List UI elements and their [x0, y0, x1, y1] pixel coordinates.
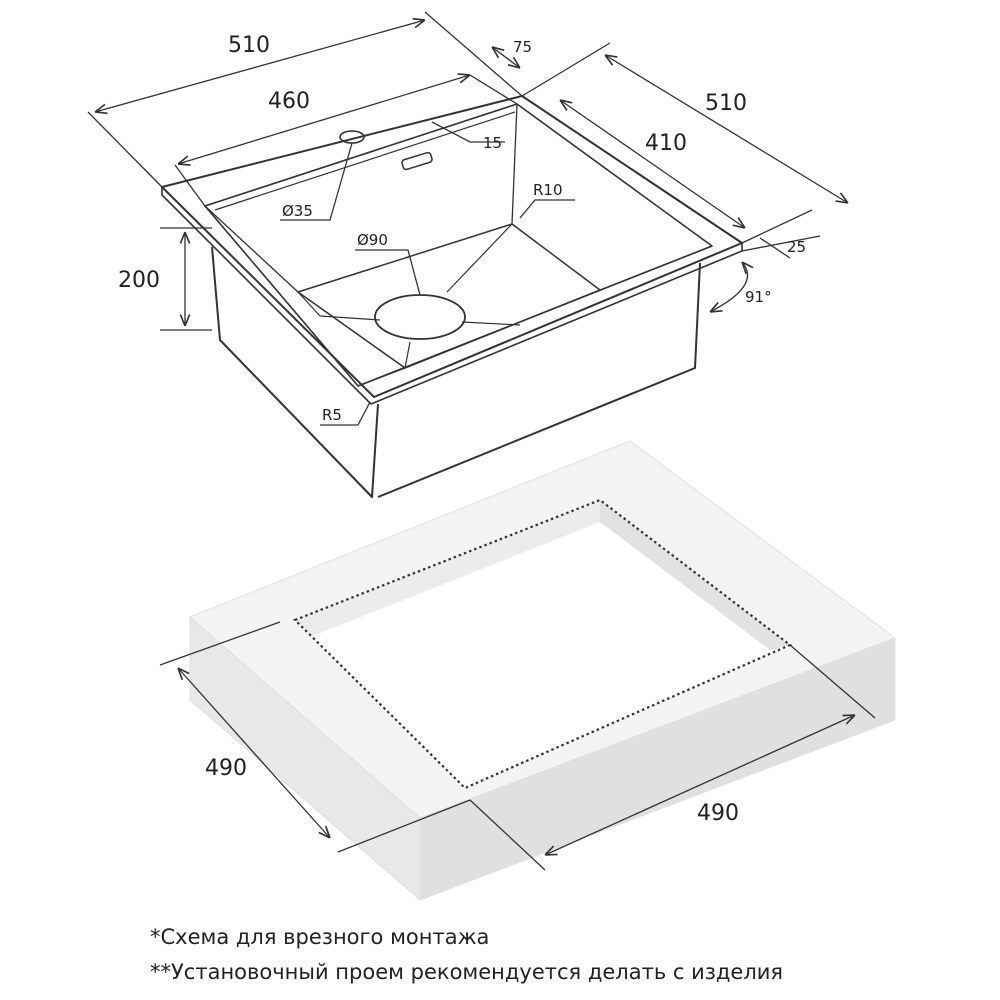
sink-rim-thickness — [161, 187, 743, 405]
dim-wall-angle: 91° — [745, 288, 772, 306]
dim-cutout-depth: 490 — [205, 756, 247, 781]
dim-sink-width-outer: 510 — [228, 33, 270, 58]
dim-overflow-offset: 15 — [483, 134, 502, 152]
dim-corner-radius-bottom: R5 — [322, 406, 342, 424]
sink-wall-right — [377, 262, 701, 498]
sink-body — [161, 95, 743, 498]
note-cutout-recommendation: **Установочный проем рекомендуется делат… — [150, 960, 784, 984]
dim-sink-depth-outer: 510 — [705, 91, 747, 116]
sink-wall-left — [211, 246, 379, 498]
sink-bowl-opening — [204, 103, 713, 387]
dim-sink-depth-inner: 410 — [645, 131, 687, 156]
dim-rim-back: 75 — [513, 38, 532, 56]
dim-faucet-hole: Ø35 — [282, 202, 313, 220]
sink-bowl-floor — [297, 223, 601, 369]
dim-drain: Ø90 — [357, 231, 388, 249]
dim-corner-radius-inner: R10 — [533, 181, 563, 199]
dim-height: 200 — [118, 268, 160, 293]
sink-inner-edges — [204, 103, 713, 387]
countertop-dimension-lines — [159, 621, 876, 871]
dim-rim-side: 25 — [787, 238, 806, 256]
overflow-slot — [401, 151, 433, 171]
dim-cutout-width: 490 — [697, 801, 739, 826]
note-mounting-scheme: *Схема для врезного монтажа — [150, 925, 490, 949]
cutout-wall-right — [600, 500, 790, 650]
countertop — [189, 440, 897, 902]
drain-grooves — [297, 223, 521, 369]
dim-sink-width-inner: 460 — [268, 89, 310, 114]
sink-inner-top-line — [214, 111, 516, 211]
cutout-wall-back — [295, 500, 600, 636]
sink-dimension-lines — [87, 11, 848, 426]
drain-hole — [374, 294, 466, 340]
